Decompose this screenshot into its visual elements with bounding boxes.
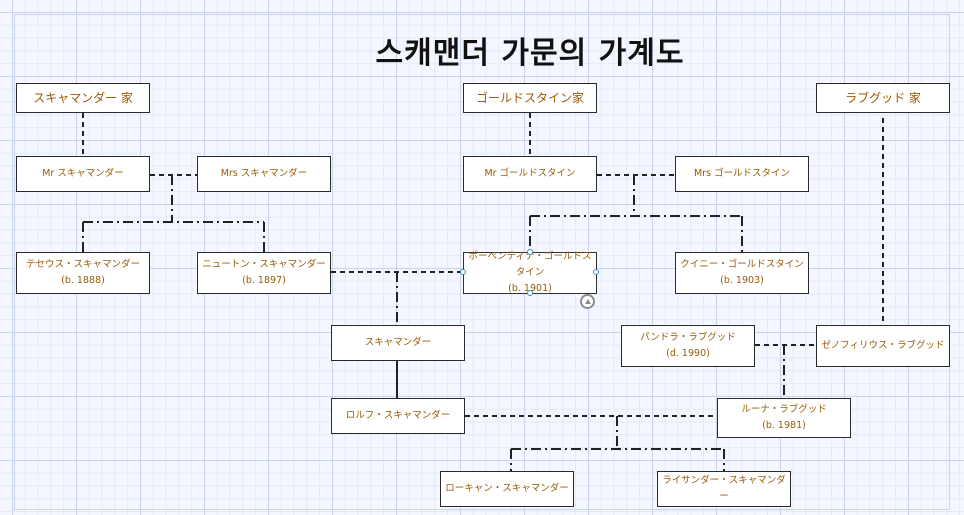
person-name: ロルフ・スキャマンダー [345, 410, 451, 421]
descent-goldstein [529, 175, 743, 252]
house-label: ゴールドスタイン家 [475, 91, 584, 105]
descent-scamander [82, 175, 265, 252]
person-porpentina[interactable]: ポーペンティナ・ゴールドスタイン (b. 1901) [463, 251, 597, 294]
person-queenie[interactable]: クイニー・ゴールドスタイン (b. 1903) [675, 252, 809, 294]
person-name: ポーペンティナ・ゴールドスタイン [468, 251, 592, 278]
person-life: (b. 1897) [242, 275, 286, 286]
house-label: スキャマンダー 家 [33, 91, 133, 105]
house-label: ラブグッド 家 [845, 91, 921, 105]
person-name: テセウス・スキャマンダー [25, 259, 140, 270]
house-scamander[interactable]: スキャマンダー 家 [16, 83, 150, 113]
person-name: パンドラ・ラブグッド [640, 332, 736, 343]
person-name: Mrs ゴールドスタイン [693, 168, 791, 179]
collapse-up-icon[interactable] [580, 294, 595, 309]
person-rolf[interactable]: ロルフ・スキャマンダー [331, 398, 465, 434]
resize-handle-top[interactable] [527, 249, 533, 255]
person-name: スキャマンダー [364, 337, 432, 348]
house-goldstein[interactable]: ゴールドスタイン家 [463, 83, 597, 113]
resize-handle-left[interactable] [460, 269, 466, 275]
person-luna[interactable]: ルーナ・ラブグッド (b. 1981) [717, 398, 851, 438]
person-name: Mr ゴールドスタイン [484, 168, 576, 179]
resize-handle-bottom[interactable] [527, 290, 533, 296]
person-name: ゼノフィリウス・ラブグッド [821, 340, 945, 351]
person-theseus[interactable]: テセウス・スキャマンダー (b. 1888) [16, 252, 150, 294]
triangle-up-icon [584, 298, 591, 304]
person-life: (b. 1981) [762, 420, 806, 431]
person-life: (b. 1888) [61, 275, 105, 286]
person-life: (b. 1901) [508, 283, 552, 294]
person-name: ルーナ・ラブグッド [741, 404, 827, 415]
person-life: (d. 1990) [666, 348, 710, 359]
person-life: (b. 1903) [720, 275, 764, 286]
descent-rolf-luna [510, 416, 725, 471]
resize-handle-right[interactable] [593, 269, 599, 275]
person-mr-scamander[interactable]: Mr スキャマンダー [16, 156, 150, 192]
person-pandora[interactable]: パンドラ・ラブグッド (d. 1990) [621, 325, 755, 367]
person-mr-goldstein[interactable]: Mr ゴールドスタイン [463, 156, 597, 192]
house-lovegood[interactable]: ラブグッド 家 [816, 83, 950, 113]
person-name: ライサンダー・スキャマンダー [662, 475, 786, 502]
person-xenophilius[interactable]: ゼノフィリウス・ラブグッド [816, 325, 950, 367]
person-name: Mrs スキャマンダー [220, 168, 308, 179]
person-lorcan[interactable]: ローキャン・スキャマンダー [440, 471, 574, 507]
person-mrs-goldstein[interactable]: Mrs ゴールドスタイン [675, 156, 809, 192]
person-mrs-scamander[interactable]: Mrs スキャマンダー [197, 156, 331, 192]
person-name: クイニー・ゴールドスタイン [680, 259, 804, 270]
person-newt[interactable]: ニュートン・スキャマンダー (b. 1897) [197, 252, 331, 294]
person-name: ニュートン・スキャマンダー [202, 259, 326, 270]
person-name: Mr スキャマンダー [42, 168, 124, 179]
diagram-title: 스캐맨더 가문의 가계도 [375, 36, 685, 71]
person-lysander[interactable]: ライサンダー・スキャマンダー [657, 471, 791, 507]
person-scamander-child[interactable]: スキャマンダー [331, 325, 465, 361]
person-name: ローキャン・スキャマンダー [445, 483, 569, 494]
